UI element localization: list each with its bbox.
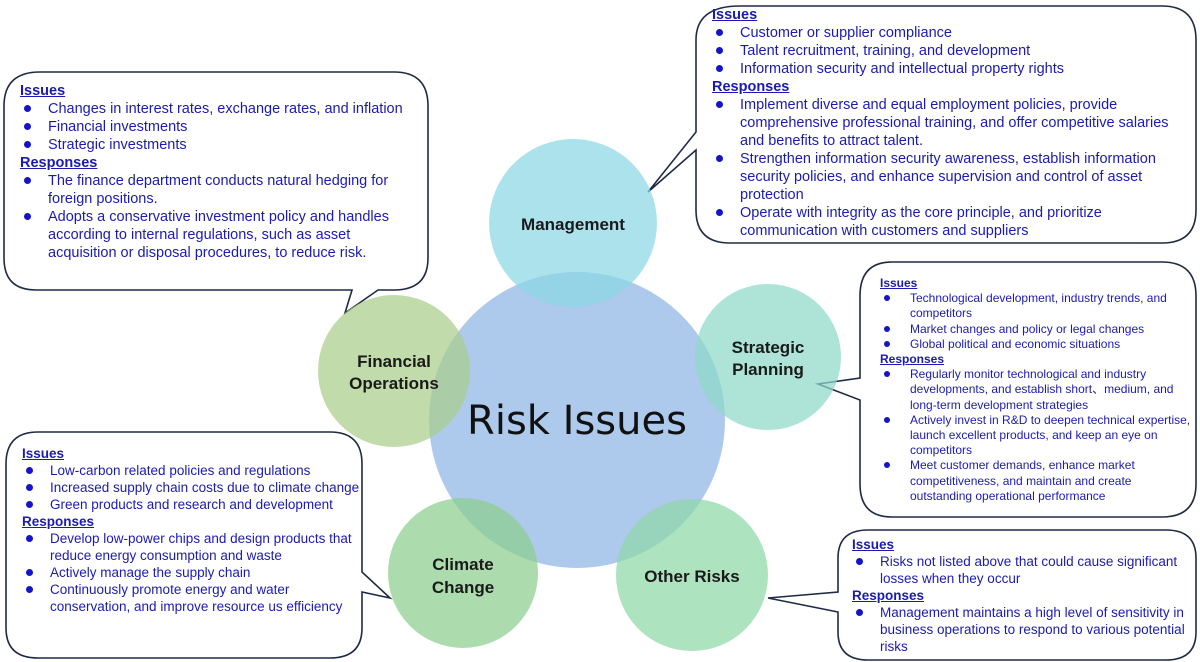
- issue-item: Strategic investments: [20, 136, 420, 154]
- responses-list: Develop low-power chips and design produ…: [22, 530, 362, 615]
- issue-item: Increased supply chain costs due to clim…: [22, 479, 362, 496]
- center-label: Risk Issues: [467, 398, 687, 444]
- management-callout: Issues Customer or supplier compliance T…: [712, 6, 1192, 240]
- strategic-label-line1: Strategic: [732, 338, 805, 357]
- issues-heading: Issues: [20, 83, 66, 99]
- strategic-label-line2: Planning: [732, 360, 804, 379]
- management-label: Management: [521, 215, 625, 234]
- response-item: Regularly monitor technological and indu…: [880, 367, 1192, 413]
- response-item: Actively manage the supply chain: [22, 564, 362, 581]
- issues-list: Low-carbon related policies and regulati…: [22, 462, 362, 513]
- climate-label-line2: Change: [432, 578, 494, 597]
- response-item: Meet customer demands, enhance market co…: [880, 458, 1192, 504]
- responses-heading: Responses: [20, 155, 98, 171]
- response-item: Develop low-power chips and design produ…: [22, 530, 362, 564]
- strategic-planning-circle: [695, 284, 841, 430]
- center-risk-circle: [429, 272, 725, 568]
- issues-heading: Issues: [22, 446, 65, 461]
- issues-list: Technological development, industry tren…: [880, 291, 1192, 352]
- issue-item: Talent recruitment, training, and develo…: [712, 42, 1192, 60]
- strategic-callout: Issues Technological development, indust…: [880, 276, 1192, 504]
- other-risks-circle: [616, 499, 768, 651]
- climate-callout-bubble: [5, 431, 393, 659]
- issue-item: Customer or supplier compliance: [712, 24, 1192, 42]
- responses-list: Implement diverse and equal employment p…: [712, 96, 1192, 240]
- issue-item: Global political and economic situations: [880, 337, 1192, 352]
- responses-list: Regularly monitor technological and indu…: [880, 367, 1192, 504]
- issues-list: Changes in interest rates, exchange rate…: [20, 100, 420, 154]
- responses-list: The finance department conducts natural …: [20, 172, 420, 262]
- climate-label-line1: Climate: [432, 555, 493, 574]
- climate-callout: Issues Low-carbon related policies and r…: [22, 445, 362, 615]
- response-item: The finance department conducts natural …: [20, 172, 420, 208]
- issue-item: Green products and research and developm…: [22, 496, 362, 513]
- issue-item: Market changes and policy or legal chang…: [880, 322, 1192, 337]
- responses-heading: Responses: [880, 352, 945, 367]
- issue-item: Technological development, industry tren…: [880, 291, 1192, 321]
- other-callout-bubble: [767, 529, 1197, 661]
- issue-item: Changes in interest rates, exchange rate…: [20, 100, 420, 118]
- management-callout-bubble: [647, 5, 1197, 244]
- management-circle: [489, 139, 657, 307]
- other-risks-callout: Issues Risks not listed above that could…: [852, 536, 1192, 655]
- responses-heading: Responses: [22, 514, 95, 529]
- financial-callout: Issues Changes in interest rates, exchan…: [20, 82, 420, 262]
- response-item: Management maintains a high level of sen…: [852, 604, 1192, 655]
- issue-item: Financial investments: [20, 118, 420, 136]
- response-item: Continuously promote energy and water co…: [22, 581, 362, 615]
- financial-label-line1: Financial: [357, 352, 431, 371]
- responses-list: Management maintains a high level of sen…: [852, 604, 1192, 655]
- financial-callout-bubble: [3, 71, 429, 315]
- responses-heading: Responses: [852, 588, 925, 603]
- strategic-callout-bubble: [814, 261, 1197, 518]
- issue-item: Low-carbon related policies and regulati…: [22, 462, 362, 479]
- issues-heading: Issues: [712, 7, 758, 23]
- responses-heading: Responses: [712, 79, 790, 95]
- response-item: Adopts a conservative investment policy …: [20, 208, 420, 262]
- response-item: Operate with integrity as the core princ…: [712, 204, 1192, 240]
- financial-label-line2: Operations: [349, 374, 439, 393]
- climate-change-circle: [388, 498, 538, 648]
- issues-heading: Issues: [880, 276, 918, 290]
- response-item: Implement diverse and equal employment p…: [712, 96, 1192, 150]
- issues-heading: Issues: [852, 537, 895, 552]
- response-item: Actively invest in R&D to deepen technic…: [880, 413, 1192, 459]
- issue-item: Information security and intellectual pr…: [712, 60, 1192, 78]
- issues-list: Customer or supplier compliance Talent r…: [712, 24, 1192, 78]
- issue-item: Risks not listed above that could cause …: [852, 553, 1192, 587]
- response-item: Strengthen information security awarenes…: [712, 150, 1192, 204]
- other-risks-label: Other Risks: [644, 567, 739, 586]
- financial-operations-circle: [318, 295, 470, 447]
- issues-list: Risks not listed above that could cause …: [852, 553, 1192, 587]
